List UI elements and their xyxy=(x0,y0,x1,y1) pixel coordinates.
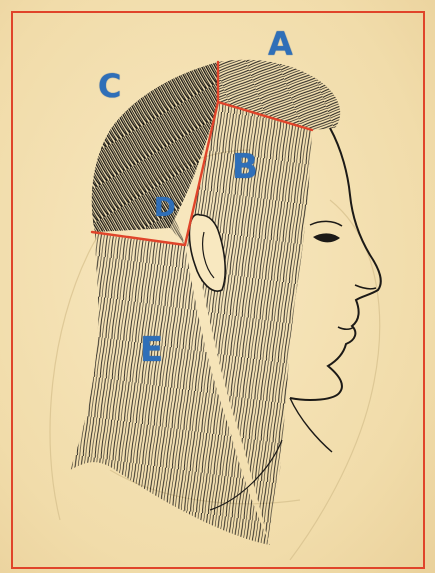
label-c: C xyxy=(98,70,121,102)
eye xyxy=(313,233,340,242)
mouth xyxy=(338,327,354,329)
eyebrow xyxy=(310,221,342,226)
nostril xyxy=(355,285,376,289)
neck-line xyxy=(290,398,332,452)
label-b: B xyxy=(232,150,258,184)
label-d: D xyxy=(154,195,176,221)
label-e: E xyxy=(140,333,163,367)
label-a: A xyxy=(268,28,293,60)
